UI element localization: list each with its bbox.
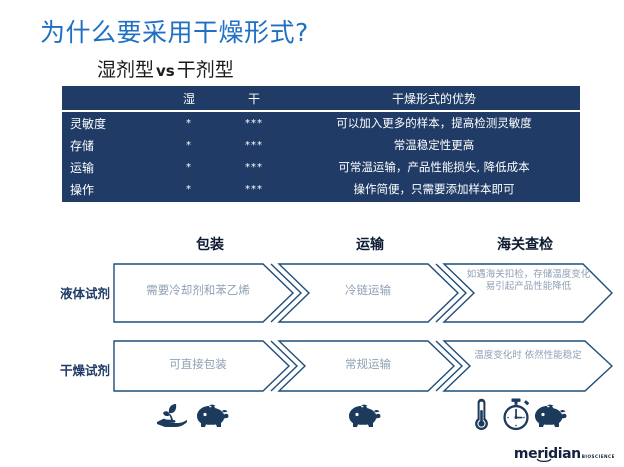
header-cell-dry: 干 [247,91,260,106]
row-wet-rating: * [186,117,192,129]
flow-row-label-dry: 干燥试剂 [59,363,110,378]
brand-logo: meridian BIOSCIENCE [513,446,615,462]
table-header: 湿 干 干燥形式的优势 [62,86,580,111]
table-row: 存储 * *** 常温稳定性更高 [62,134,580,156]
row-label: 灵敏度 [70,116,107,131]
flow-stage-header-transport: 运输 [356,237,384,253]
table-row: 操作 * *** 操作简便，只需要添加样本即可 [62,178,580,202]
hand-plant-icon [156,402,188,430]
subtitle-left: 湿剂型 [97,59,155,81]
header-cell-blank [62,86,158,111]
logo-wordmark: meridian [513,446,581,462]
logo-tagline: BIOSCIENCE [581,454,615,459]
flow-stage-header-customs: 海关查检 [497,237,553,253]
row-dry-rating: *** [245,139,263,151]
page-title: 为什么要采用干燥形式? [40,18,309,47]
row-advantage: 可以加入更多的样本，提高检测灵敏度 [336,116,532,130]
row-advantage: 操作简便，只需要添加样本即可 [353,182,515,196]
row-advantage: 可常温运输，产品性能损失, 降低成本 [338,160,530,174]
row-wet-rating: * [186,139,192,151]
flow-row-liquid-chevrons [113,263,613,323]
table-body: 灵敏度 * *** 可以加入更多的样本，提高检测灵敏度 存储 * *** 常温稳… [62,111,580,202]
flow-row-dry: 可直接包装 常规运输 温度变化时 依然性能稳定 [113,340,613,392]
header-cell-wet: 湿 [182,91,195,106]
table-row: 运输 * *** 可常温运输，产品性能损失, 降低成本 [62,156,580,178]
row-dry-rating: *** [245,117,263,129]
row-dry-rating: *** [245,161,263,173]
flow-row-dry-chevrons [113,340,613,392]
flow-row-liquid: 需要冷却剂和苯乙烯 冷链运输 如遇海关扣检，存储温度变化易引起产品性能降低 [113,263,613,323]
row-label: 存储 [70,138,95,153]
logo-swoosh-icon [536,458,552,462]
row-advantage: 常温稳定性更高 [393,138,475,152]
subtitle-vs: vs [156,62,175,80]
comparison-table: 湿 干 干燥形式的优势 灵敏度 * *** 可以加入更多的样本，提高检测灵敏度 … [62,86,580,202]
flow-stage-header-packaging: 包装 [196,237,224,253]
row-wet-rating: * [186,183,192,195]
row-label: 运输 [70,160,95,175]
row-label: 操作 [70,182,95,197]
thermometer-icon [474,398,489,431]
stopwatch-icon [501,398,531,431]
piggy-bank-icon [348,403,382,430]
table-row: 灵敏度 * *** 可以加入更多的样本，提高检测灵敏度 [62,111,580,134]
piggy-bank-icon [196,403,230,430]
subtitle-right: 干剂型 [176,59,234,81]
row-dry-rating: *** [245,183,263,195]
table-header-row: 湿 干 干燥形式的优势 [62,86,580,111]
flow-row-label-liquid: 液体试剂 [59,286,110,301]
header-cell-advantage: 干燥形式的优势 [391,91,476,106]
piggy-bank-icon [534,403,568,430]
row-wet-rating: * [186,161,192,173]
